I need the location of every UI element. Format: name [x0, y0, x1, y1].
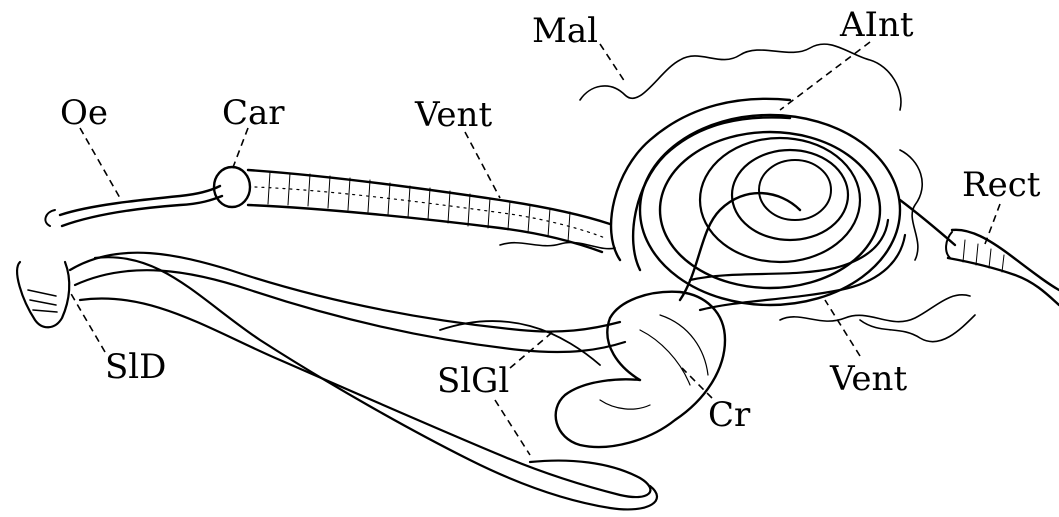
leader-vent-bottom: [825, 300, 860, 356]
rectum: [900, 200, 1059, 305]
label-vent-bottom: Vent: [829, 359, 907, 399]
leader-car: [232, 128, 248, 170]
labels: Mal AInt Oe Car Vent Rect SlD SlGl Vent …: [60, 5, 1041, 435]
crop-sac: [556, 292, 725, 447]
label-vent-top: Vent: [414, 95, 492, 135]
leader-slgl: [495, 400, 530, 455]
leader-vent-top: [465, 132, 500, 198]
label-mal: Mal: [532, 11, 598, 51]
label-oe: Oe: [60, 93, 108, 133]
label-rect: Rect: [962, 165, 1041, 205]
label-car: Car: [222, 93, 285, 133]
oesophagus: [17, 186, 222, 327]
leader-sld: [70, 292, 105, 352]
ventriculus-tube: [248, 170, 610, 252]
leader-oe: [80, 128, 120, 198]
label-slgl: SlGl: [437, 361, 509, 401]
label-aint: AInt: [839, 5, 914, 45]
leader-rect: [985, 204, 1000, 244]
coiled-intestine: [500, 44, 975, 342]
label-cr: Cr: [708, 395, 751, 435]
leader-mal: [600, 44, 625, 82]
label-sld: SlD: [105, 347, 166, 387]
